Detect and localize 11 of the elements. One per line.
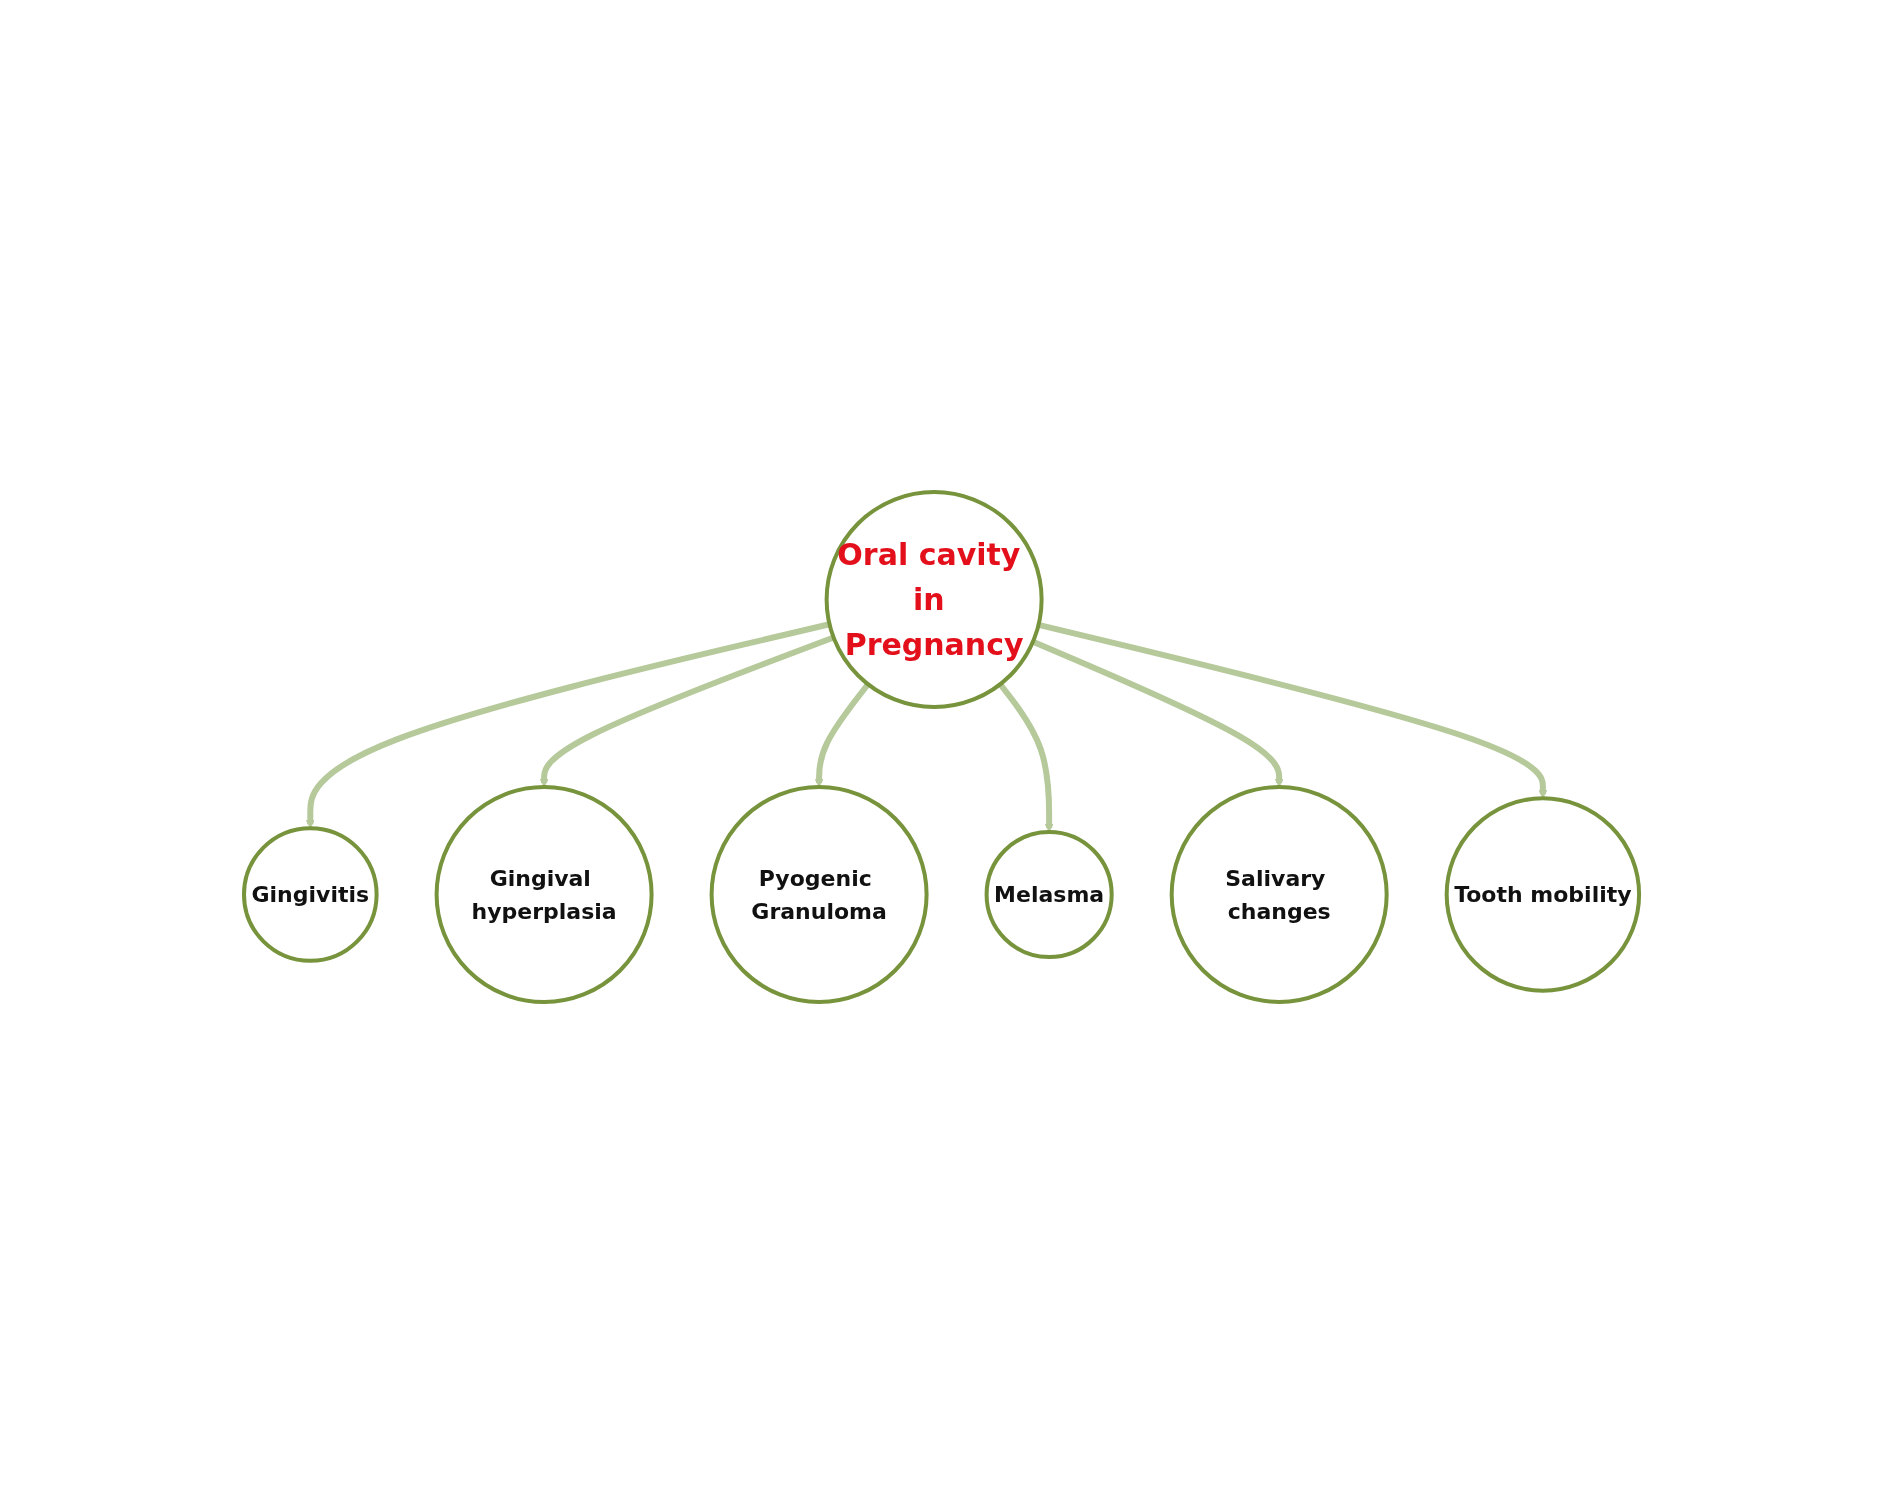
arrow	[1032, 638, 1285, 787]
node-circle: Tooth mobility	[1445, 795, 1642, 993]
node-circle: Pyogenic Granuloma	[710, 784, 930, 1004]
node-circle: Melasma	[985, 829, 1115, 959]
node-circle: Oral cavity in Pregnancy	[825, 489, 1045, 709]
node-circle: Gingivitis	[242, 825, 380, 963]
arrow	[540, 634, 836, 787]
arrow	[998, 681, 1054, 832]
node-circle: Salivary changes	[1170, 784, 1390, 1004]
node-circle: Gingival hyperplasia	[435, 784, 655, 1004]
arrow	[815, 681, 871, 787]
